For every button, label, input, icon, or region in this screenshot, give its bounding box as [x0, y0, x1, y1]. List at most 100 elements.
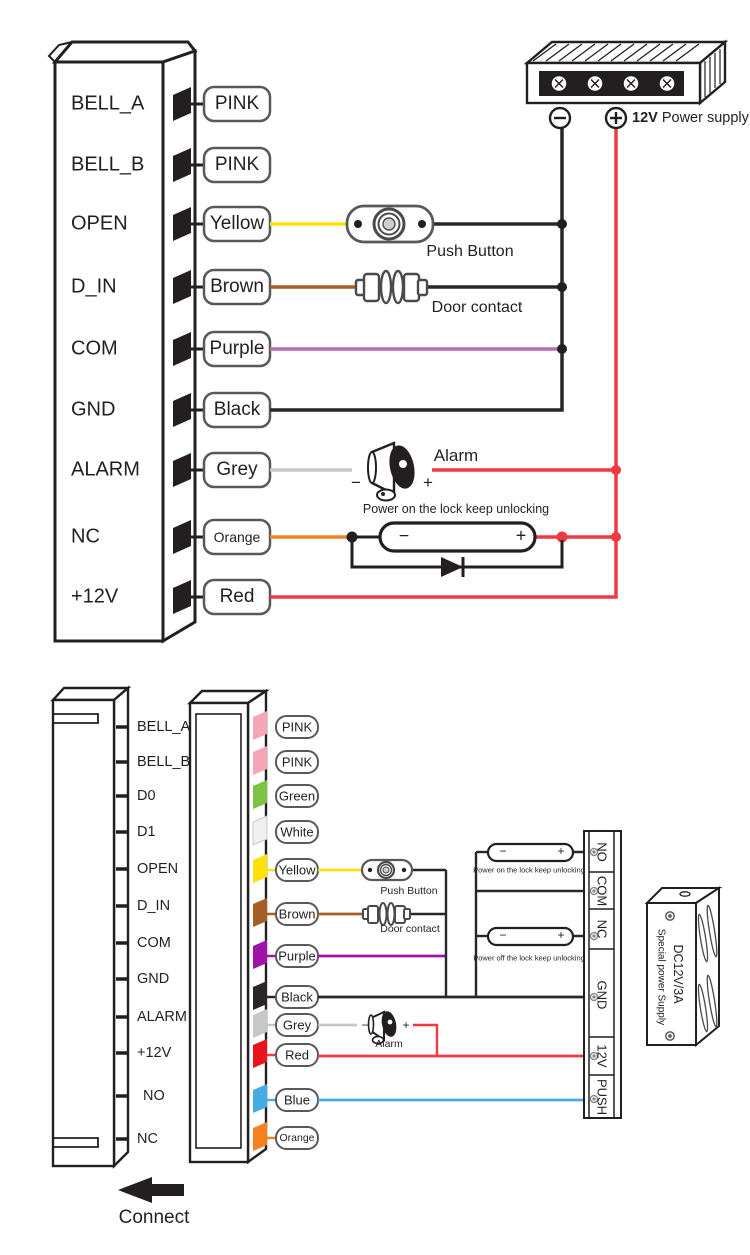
top-wire-grey: Grey — [216, 459, 258, 480]
psu-label: 12V Power supply — [632, 110, 749, 126]
chip-black — [253, 981, 267, 1010]
push-button-icon-small — [360, 858, 414, 882]
bottom-terminal-ticks — [116, 725, 128, 1141]
top-black-connectors — [427, 222, 562, 289]
alarm-siren-icon — [367, 441, 415, 502]
top-terminal-open: OPEN — [71, 212, 128, 235]
plus12v-red-wire — [270, 128, 618, 599]
alarm-label: Alarm — [433, 446, 479, 465]
lock-off-pill — [486, 926, 575, 947]
b-terminal-nc: NC — [137, 1131, 158, 1147]
top-wire-red: Red — [219, 586, 255, 607]
minus-terminal-icon — [548, 106, 572, 130]
strip-12v: 12V — [594, 1044, 610, 1068]
door-contact-icon-small — [362, 902, 411, 926]
chip-yellow — [253, 854, 267, 883]
b-terminal-com: COM — [137, 935, 171, 951]
chip-purple — [253, 940, 267, 969]
b-wire-blue: Blue — [283, 1092, 311, 1108]
gnd-black-wire — [270, 128, 564, 412]
b-wire-white: White — [280, 824, 314, 840]
bottom-left-device-box — [50, 685, 132, 1169]
power-supply-icon — [523, 39, 729, 130]
lock-on-plus-sign: + — [557, 844, 565, 858]
b-wire-pink-1: PINK — [281, 719, 313, 735]
psu2-model: DC12V/3A — [671, 944, 685, 1004]
push-button-label: Push Button — [426, 243, 514, 260]
chip-blue — [253, 1084, 267, 1113]
connect-label: Connect — [118, 1207, 190, 1228]
strip-push: PUSH — [594, 1078, 610, 1116]
chip-pink-2 — [253, 746, 267, 775]
psu2-vent-slots — [697, 904, 718, 1033]
push-button-icon — [345, 204, 435, 244]
b-wire-red: Red — [285, 1047, 309, 1063]
door-contact-label: Door contact — [431, 299, 523, 316]
top-terminal-bell-b: BELL_B — [71, 153, 145, 176]
b-alarm-minus-sign: − — [361, 1018, 369, 1032]
chip-white — [252, 815, 268, 846]
connect-arrow-icon — [118, 1177, 184, 1203]
psu-label-text: Power supply — [661, 110, 749, 126]
b-wire-purple: Purple — [278, 948, 316, 964]
psu-screw-icons — [550, 74, 676, 93]
psu2-desc: Special power Supply — [655, 928, 667, 1026]
b-wire-brown: Brown — [278, 906, 316, 922]
chip-green — [253, 780, 267, 809]
lock-off-minus-sign: − — [499, 928, 507, 942]
b-door-contact-label: Door contact — [380, 923, 440, 935]
b-wire-green: Green — [278, 788, 316, 804]
alarm-minus-sign: − — [351, 473, 361, 492]
top-terminal-bell-a: BELL_A — [71, 92, 145, 115]
top-wire-pink-2: PINK — [214, 154, 260, 175]
terminal-strip — [583, 830, 622, 1119]
wire-chips — [252, 711, 268, 1151]
door-contact-icon — [354, 269, 429, 305]
top-terminal-alarm: ALARM — [71, 458, 140, 481]
lock-on-pill — [486, 842, 575, 863]
diode-icon — [441, 557, 463, 577]
top-terminal-com: COM — [71, 337, 118, 360]
top-wire-pink-1: PINK — [214, 93, 260, 114]
strip-nc: NC — [594, 919, 610, 939]
top-terminal-gnd: GND — [71, 398, 116, 421]
chip-brown — [253, 898, 267, 927]
lock-caption: Power on the lock keep unlocking — [362, 502, 550, 516]
strip-com: COM — [594, 875, 610, 907]
b-alarm-label: Alarm — [375, 1038, 403, 1050]
psu-volt: 12V — [632, 110, 658, 126]
b-terminal-d1: D1 — [137, 824, 156, 840]
strip-screw-icons — [589, 847, 599, 1104]
alarm-siren-icon-small — [367, 1010, 397, 1045]
top-wire-yellow: Yellow — [209, 213, 265, 234]
b-terminal-gnd: GND — [137, 971, 170, 987]
lock-minus-sign: − — [398, 525, 410, 546]
lock-on-minus-sign: − — [499, 844, 507, 858]
psu2-screw-icons — [665, 911, 675, 1041]
b-alarm-plus-sign: + — [402, 1018, 410, 1032]
diode-bypass — [350, 540, 564, 577]
b-wire-yellow: Yellow — [278, 862, 316, 878]
lock-off-caption: Power off the lock keep unlocking — [473, 953, 585, 963]
b-terminal-open: OPEN — [137, 861, 179, 877]
top-terminal-12v: +12V — [71, 585, 119, 608]
lock-plus-sign: + — [515, 525, 527, 546]
strip-no: NO — [594, 842, 610, 862]
chip-pink-1 — [253, 711, 267, 740]
top-terminal-pins — [173, 87, 191, 614]
chip-red — [253, 1039, 267, 1068]
b-terminal-alarm: ALARM — [137, 1009, 187, 1025]
b-wire-orange: Orange — [279, 1132, 315, 1144]
b-terminal-no: NO — [143, 1088, 165, 1104]
chip-orange — [253, 1122, 267, 1151]
strip-gnd: GND — [594, 980, 610, 1010]
b-terminal-12v: +12V — [137, 1045, 172, 1061]
b-wire-pink-2: PINK — [281, 754, 313, 770]
special-power-supply-box — [644, 886, 723, 1048]
lock-off-plus-sign: + — [557, 928, 565, 942]
bottom-black-bus — [410, 850, 590, 997]
b-terminal-bell-b: BELL_B — [137, 754, 191, 770]
b-terminal-bell-a: BELL_A — [137, 719, 191, 735]
